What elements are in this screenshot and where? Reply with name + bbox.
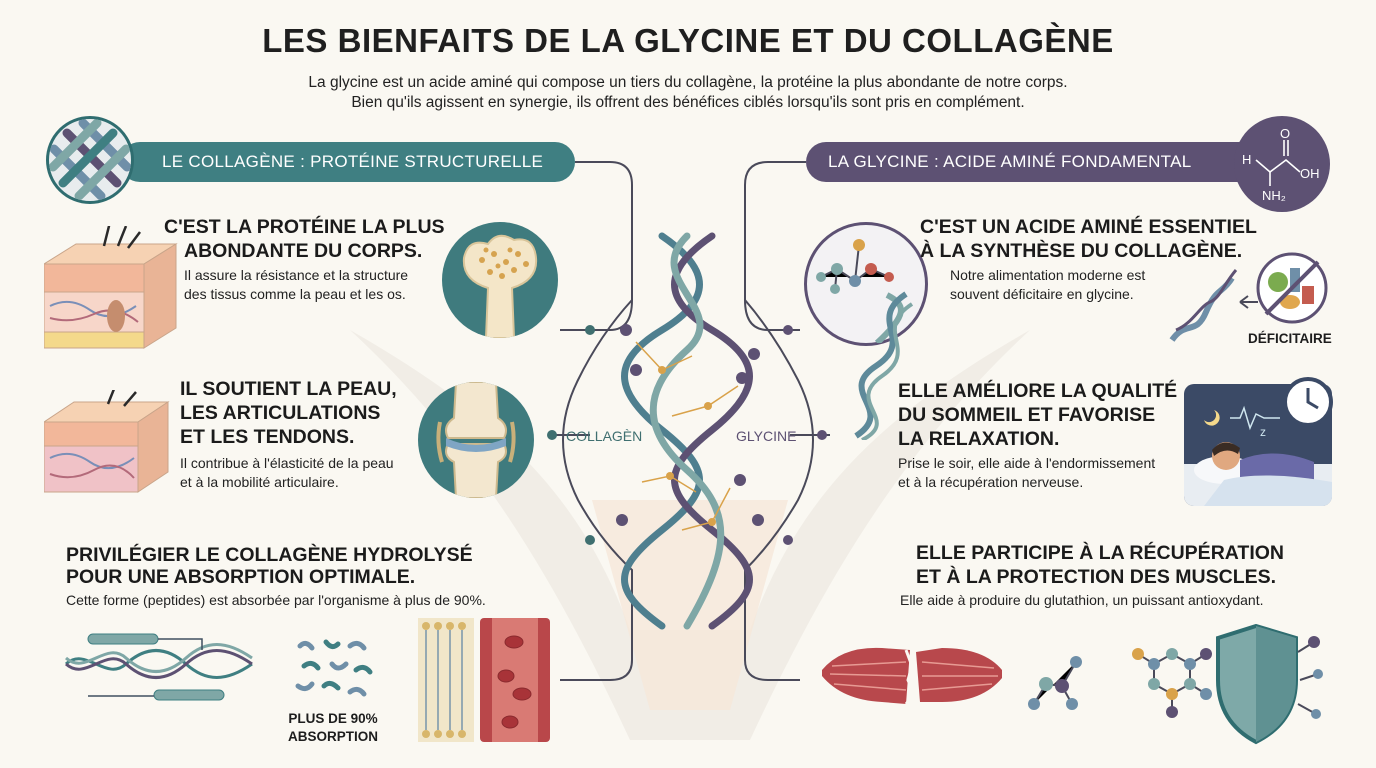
glycine-item1-head1: C'EST UN ACIDE AMINÉ ESSENTIEL — [920, 216, 1257, 238]
collagen-banner: LE COLLAGÈNE : PROTÉINE STRUCTURELLE — [120, 142, 575, 182]
glycine-banner: LA GLYCINE : ACIDE AMINÉ FONDAMENTAL — [806, 142, 1276, 182]
collagen-item1-head1: C'EST LA PROTÉINE LA PLUS — [164, 216, 445, 238]
intro-line-2: Bien qu'ils agissent en synergie, ils of… — [351, 94, 1025, 111]
collagen-item2-head2: LES ARTICULATIONS — [180, 402, 381, 424]
collagen-item2-body1: Il contribue à l'élasticité de la peau — [180, 455, 394, 471]
deficit-label: DÉFICITAIRE — [1248, 331, 1332, 346]
skin-layer-icon-2 — [44, 390, 170, 493]
muscle-fiber-icon — [822, 647, 1002, 705]
formula-o: O — [1280, 126, 1290, 141]
glycine-item2-body2: et à la récupération nerveuse. — [898, 474, 1084, 490]
glycine-item2-head2: DU SOMMEIL ET FAVORISE — [898, 404, 1156, 426]
collagen-item1-head2: ABONDANTE DU CORPS. — [184, 240, 423, 262]
formula-nh2: NH₂ — [1262, 188, 1286, 203]
glycine-item1-head2: À LA SYNTHÈSE DU COLLAGÈNE. — [920, 240, 1243, 262]
molecule-icon — [804, 222, 928, 346]
absorption-label: ABSORPTION — [287, 729, 378, 744]
blood-vessel-icon — [418, 618, 550, 742]
formula-oh: OH — [1300, 166, 1320, 181]
clock-icon — [1283, 377, 1333, 427]
intro-line-1: La glycine est un acide aminé qui compos… — [308, 74, 1068, 91]
woven-fiber-icon — [46, 116, 134, 204]
collagen-item1-body1: Il assure la résistance et la structure — [184, 267, 409, 283]
glycine-helix-label: GLYCINE — [736, 428, 797, 444]
glycine-formula-icon: H O OH NH₂ — [1234, 116, 1330, 212]
collagen-item3-body1: Cette forme (peptides) est absorbée par … — [66, 592, 486, 608]
knee-joint-icon — [418, 382, 534, 498]
bone-icon — [442, 222, 558, 338]
glycine-item1-body2: souvent déficitaire en glycine. — [950, 286, 1134, 302]
glycine-item2-head3: LA RELAXATION. — [898, 428, 1060, 450]
glycine-item3-head2: ET À LA PROTECTION DES MUSCLES. — [916, 566, 1277, 588]
absorption-percent: PLUS DE 90% — [288, 711, 378, 726]
glycine-helix-strand — [854, 291, 914, 440]
glycine-item1-body1: Notre alimentation moderne est — [950, 267, 1146, 283]
collagen-item3-head1: PRIVILÉGIER LE COLLAGÈNE HYDROLYSÉ — [66, 544, 473, 566]
collagen-helix-label: COLLAGÈN — [566, 428, 643, 444]
small-molecule-icon — [1028, 656, 1082, 710]
collagen-item2-head3: ET LES TENDONS. — [180, 426, 355, 448]
svg-text:z: z — [1260, 425, 1266, 439]
collagen-item2-body2: et à la mobilité articulaire. — [180, 474, 339, 490]
skin-layer-icon — [44, 226, 178, 349]
peptide-icon — [295, 639, 373, 697]
glutathione-molecule-icon — [1132, 648, 1212, 718]
collagen-item2-head1: IL SOUTIENT LA PEAU, — [180, 378, 397, 400]
collagen-fiber-icon — [64, 633, 253, 701]
triple-helix-icon — [616, 232, 764, 630]
collagen-item1-body2: des tissus comme la peau et les os. — [184, 286, 406, 302]
glycine-item2-body1: Prise le soir, elle aide à l'endormissem… — [898, 455, 1156, 471]
sleeping-person-icon: z — [1184, 384, 1332, 506]
formula-h: H — [1242, 152, 1251, 167]
food-crossed-icon — [1169, 252, 1328, 342]
glycine-item2-head1: ELLE AMÉLIORE LA QUALITÉ — [898, 380, 1178, 402]
page-title: LES BIENFAITS DE LA GLYCINE ET DU COLLAG… — [262, 22, 1114, 59]
glycine-item3-head1: ELLE PARTICIPE À LA RÉCUPÉRATION — [916, 542, 1284, 564]
collagen-item3-head2: POUR UNE ABSORPTION OPTIMALE. — [66, 566, 416, 588]
shield-icon — [1216, 624, 1323, 745]
glycine-item3-body1: Elle aide à produire du glutathion, un p… — [900, 592, 1264, 608]
